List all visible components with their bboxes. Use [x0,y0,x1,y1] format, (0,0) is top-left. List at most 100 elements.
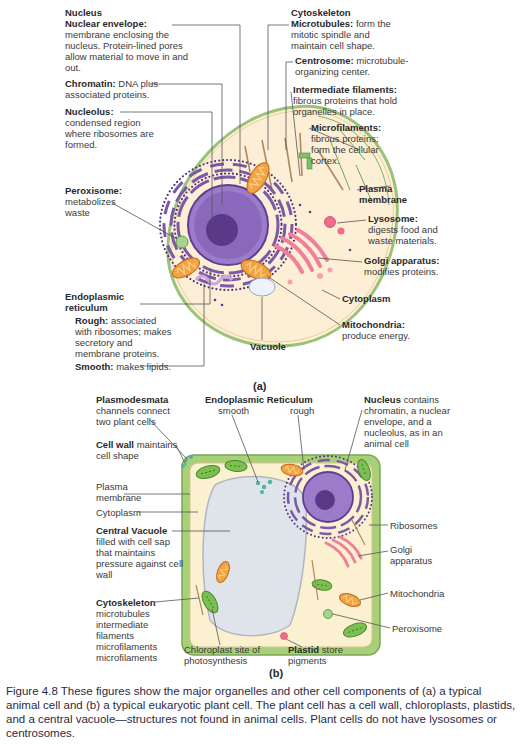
nucleolus [315,490,335,510]
label-group: Chromatin:DNA plus associated proteins. [65,78,175,100]
golgi [326,537,361,566]
label-group: rough [290,405,340,416]
part-description: microfilaments [96,641,157,652]
label-group: Cytoskeletonmicrotubulesintermediate fil… [96,597,176,663]
label-row: produce energy. [342,330,427,341]
label-row: Golgi apparatus [390,544,440,566]
label-group: Plastidstore pigments [288,644,353,666]
central-vacuole [203,477,306,636]
label-row: Smooth:makes lipids. [75,361,175,372]
label-group: Mitochondria [390,588,460,599]
part-description: intermediate filaments [96,619,148,641]
label-row: Plasmodesmata [96,394,186,405]
vesicles [288,268,333,285]
part-name: Endoplasmic reticulum [65,291,124,313]
part-description: Mitochondria [390,588,444,599]
part-description: makes lipids. [116,361,171,372]
mitochondrion [243,159,274,196]
label-row: Chromatin:DNA plus associated proteins. [65,78,175,100]
part-name: Golgi apparatus: [364,255,439,266]
peroxisome [324,610,333,619]
plasmodesmata [181,455,193,468]
part-name: Plasmodesmata [96,394,168,405]
label-row: Microtubules:form the mitotic spindle an… [291,18,401,51]
part-name: Cytoskeleton [96,597,156,608]
label-row: Cytoskeleton [96,597,176,608]
part-description: Chloroplast site of photosynthesis [184,644,260,666]
golgi [276,230,327,272]
plasma-membrane [190,463,372,647]
part-name: Cell wall [96,439,134,450]
label-row: Endoplasmic reticulum [65,291,140,313]
label-group: Endoplasmic Reticulum [205,394,330,405]
label-row: Golgi apparatus: [364,255,464,266]
label-row: fibrous proteins that hold organelles in… [293,95,418,117]
part-name: Plasma membrane [359,183,407,205]
label-row: (a) [253,380,283,393]
part-description: microfilaments [96,652,157,663]
label-row: Central Vacuole [96,525,184,536]
rough-er [164,164,292,286]
label-group: NucleusNuclear envelope:membrane enclosi… [65,7,195,73]
label-group: Nucleuscontains chromatin, a nuclear env… [364,394,456,449]
part-description: smooth [218,405,249,416]
label-row: Plasma membrane [359,183,419,205]
label-row: Nuclear envelope: [65,18,195,29]
part-description: filled with cell sap that maintains pres… [96,536,183,580]
part-name: Peroxisome: [65,185,122,196]
label-row: Endoplasmic Reticulum [205,394,330,405]
label-row: rough [290,405,340,416]
label-group: Cell wallmaintains cell shape [96,439,191,461]
part-name: Microtubules: [291,18,353,29]
part-description: Ribosomes [390,520,438,531]
label-row: filled with cell sap that maintains pres… [96,536,184,580]
label-row: modifies proteins. [364,266,464,277]
label-row: microtubules [96,608,176,619]
label-group: Nucleolus:condensed region where ribosom… [65,106,155,150]
label-row: intermediate filaments [96,619,176,641]
part-description: condensed region where ribosomes are for… [65,117,154,150]
part-name: Mitochondria: [342,319,405,330]
part-name: Cytoplasm [342,293,391,304]
chloroplast [195,463,221,481]
nucleolus [206,214,238,246]
label-group: Microfilaments:fibrous proteins; form th… [311,122,396,166]
label-row: Cytoplasm [342,293,422,304]
chloroplast [225,460,248,473]
label-row: Peroxisome: [65,185,127,196]
label-row: (b) [269,667,299,680]
mitochondrion [280,463,304,478]
mitochondrion [169,254,202,282]
label-row: Cell wallmaintains cell shape [96,439,191,461]
part-description: digests food and waste materials. [368,224,438,246]
part-name: Central Vacuole [96,525,167,536]
part-description: modifies proteins. [364,266,438,277]
label-group: (b) [269,667,299,680]
label-group: Cytoplasm [96,507,166,518]
label-row: microfilaments [96,652,176,663]
label-row: microfilaments [96,641,176,652]
centrosome [299,153,312,169]
label-row: Cytoplasm [96,507,166,518]
label-group: Central Vacuolefilled with cell sap that… [96,525,184,580]
label-row: condensed region where ribosomes are for… [65,117,155,150]
label-group: Peroxisome [392,623,462,634]
label-row: Lysosome: [368,213,458,224]
part-name: Smooth: [75,361,114,372]
part-name: Nucleolus: [65,106,114,117]
label-group: (a) [253,380,283,393]
part-name: Nuclear envelope: [65,18,147,29]
part-name: Vacuole [250,341,286,352]
label-row: smooth [218,405,268,416]
label-row: Mitochondria: [342,319,427,330]
part-name: Intermediate filaments: [293,84,397,95]
label-row: Ribosomes [390,520,460,531]
cell-membrane [168,106,398,346]
label-group: Chloroplast site of photosynthesis [184,644,266,666]
part-name: Lysosome: [368,213,418,224]
ribosomes [160,160,296,290]
part-description: channels connect two plant cells [96,405,170,427]
smooth-er [256,480,272,494]
part-name: Endoplasmic Reticulum [205,394,313,405]
label-group: Cytoplasm [342,293,422,304]
